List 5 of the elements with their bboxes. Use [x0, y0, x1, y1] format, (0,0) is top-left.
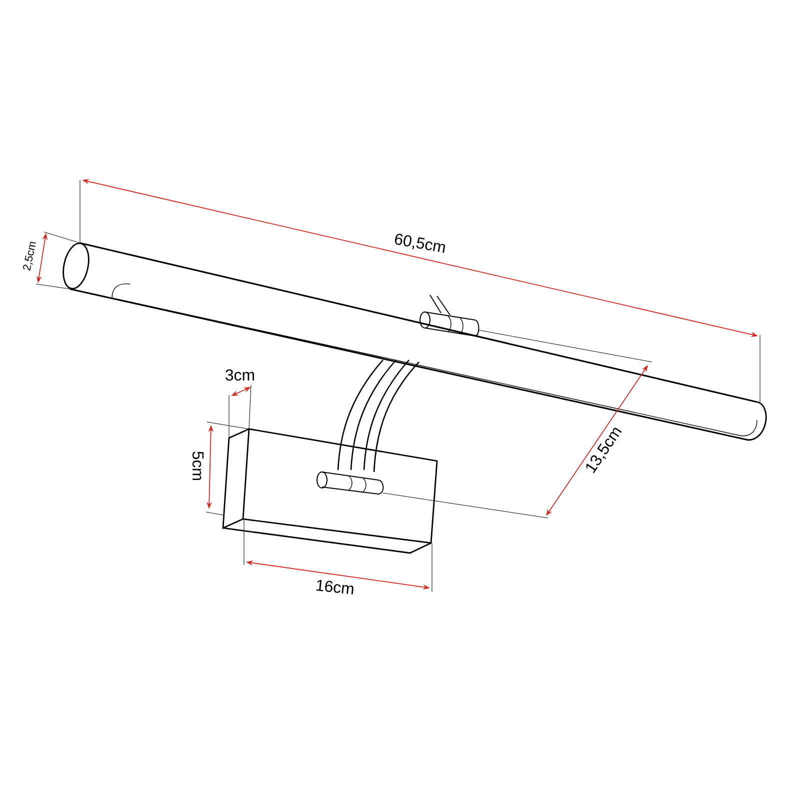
dimension-label: 60,5cm	[395, 234, 445, 253]
dimension-label: 16cm	[316, 580, 354, 594]
dimension-label: 3cm	[226, 369, 254, 381]
dimension-label: 5cm	[192, 452, 204, 480]
dimension-label: 2,5cm	[23, 242, 36, 271]
